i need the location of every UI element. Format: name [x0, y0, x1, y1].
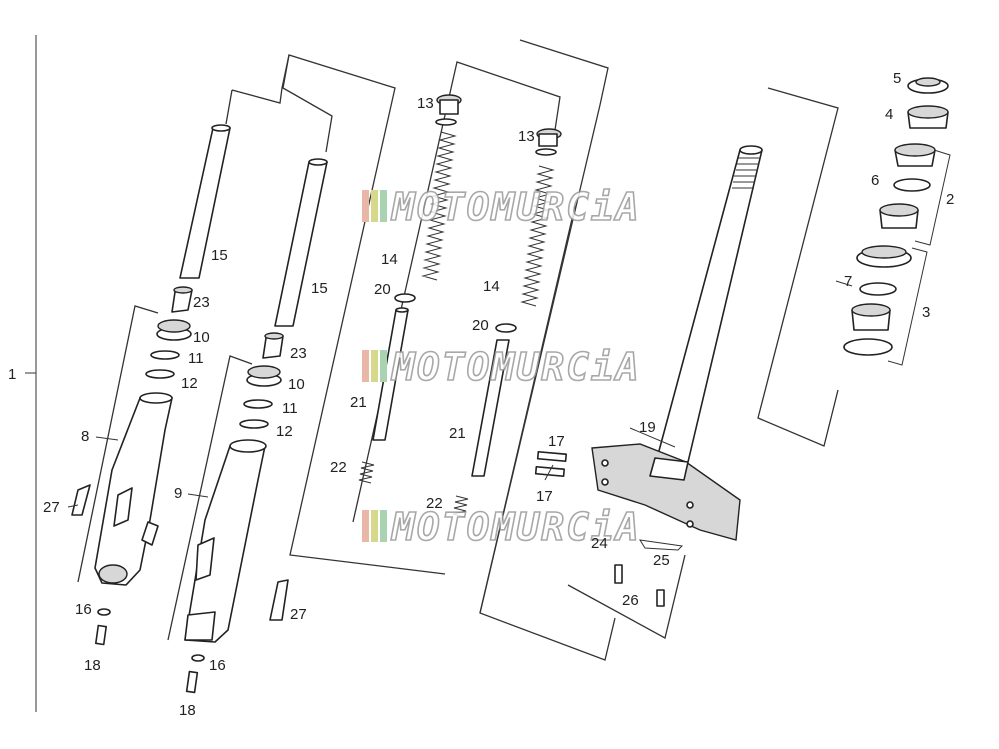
watermark-top: MOTOMURCiA — [362, 184, 641, 230]
callout-8: 8 — [81, 428, 89, 445]
callout-labels: 1 2 3 4 5 6 7 8 9 10 10 11 11 12 12 13 1… — [8, 70, 954, 719]
watermark-text-top: MOTOMURCiA — [390, 185, 641, 229]
callout-26: 26 — [622, 592, 639, 609]
callout-15-left: 15 — [211, 247, 228, 264]
steering-stem — [655, 145, 763, 463]
callout-16-right: 16 — [209, 657, 226, 674]
left-rings — [145, 350, 180, 379]
left-small-parts — [71, 484, 111, 646]
right-dust-seal — [246, 365, 282, 387]
callout-10-left: 10 — [193, 329, 210, 346]
callout-21-left: 21 — [350, 394, 367, 411]
leader-lines — [67, 280, 853, 508]
callout-27-right: 27 — [290, 606, 307, 623]
callout-22-left: 22 — [330, 459, 347, 476]
left-fork-slider — [94, 392, 173, 586]
right-guide-bush — [262, 332, 284, 359]
watermark-bottom: MOTOMURCiA — [362, 504, 641, 550]
left-damper-internals — [358, 94, 462, 484]
callout-25: 25 — [653, 552, 670, 569]
callout-11-right: 11 — [282, 400, 298, 417]
callout-12-left: 12 — [181, 375, 198, 392]
group-outlines — [77, 39, 951, 661]
callout-22-right: 22 — [426, 495, 443, 512]
right-damper-internals — [452, 128, 562, 518]
right-fork-tube — [274, 158, 328, 327]
callout-1: 1 — [8, 366, 16, 383]
callout-9: 9 — [174, 485, 182, 502]
left-dust-seal — [156, 319, 192, 341]
callout-18-left: 18 — [84, 657, 101, 674]
callout-7: 7 — [844, 273, 852, 290]
callout-4: 4 — [885, 106, 893, 123]
yoke-bolts — [534, 450, 684, 607]
callout-17-top: 17 — [548, 433, 565, 450]
watermark-text-middle: MOTOMURCiA — [390, 345, 641, 389]
callout-14-right: 14 — [483, 278, 500, 295]
callout-10-right: 10 — [288, 376, 305, 393]
callout-6: 6 — [871, 172, 879, 189]
left-guide-bush — [171, 286, 193, 313]
callout-15-right: 15 — [311, 280, 328, 297]
callout-27-left: 27 — [43, 499, 60, 516]
callout-23-right: 23 — [290, 345, 307, 362]
watermark-middle: MOTOMURCiA — [362, 344, 641, 390]
callout-17-bottom: 17 — [536, 488, 553, 505]
right-fork-slider — [184, 439, 267, 643]
callout-5: 5 — [893, 70, 901, 87]
callout-23-left: 23 — [193, 294, 210, 311]
callout-20-left: 20 — [374, 281, 391, 298]
assembly-bracket-1 — [25, 35, 37, 712]
callout-16-left: 16 — [75, 601, 92, 618]
callout-13-left: 13 — [417, 95, 434, 112]
callout-3: 3 — [922, 304, 930, 321]
callout-21-right: 21 — [449, 425, 466, 442]
right-rings — [239, 399, 273, 429]
left-fork-tube — [179, 124, 231, 279]
right-small-parts — [185, 579, 289, 694]
callout-11-left: 11 — [188, 350, 204, 367]
callout-2: 2 — [946, 191, 954, 208]
lower-yoke — [591, 443, 741, 541]
callout-18-right: 18 — [179, 702, 196, 719]
watermark-text-bottom: MOTOMURCiA — [390, 505, 641, 549]
callout-13-right: 13 — [518, 128, 535, 145]
callout-19: 19 — [639, 419, 656, 436]
callout-14-left: 14 — [381, 251, 398, 268]
callout-24: 24 — [591, 535, 608, 552]
headset-bearings — [843, 77, 949, 356]
callout-20-right: 20 — [472, 317, 489, 334]
callout-12-right: 12 — [276, 423, 293, 440]
